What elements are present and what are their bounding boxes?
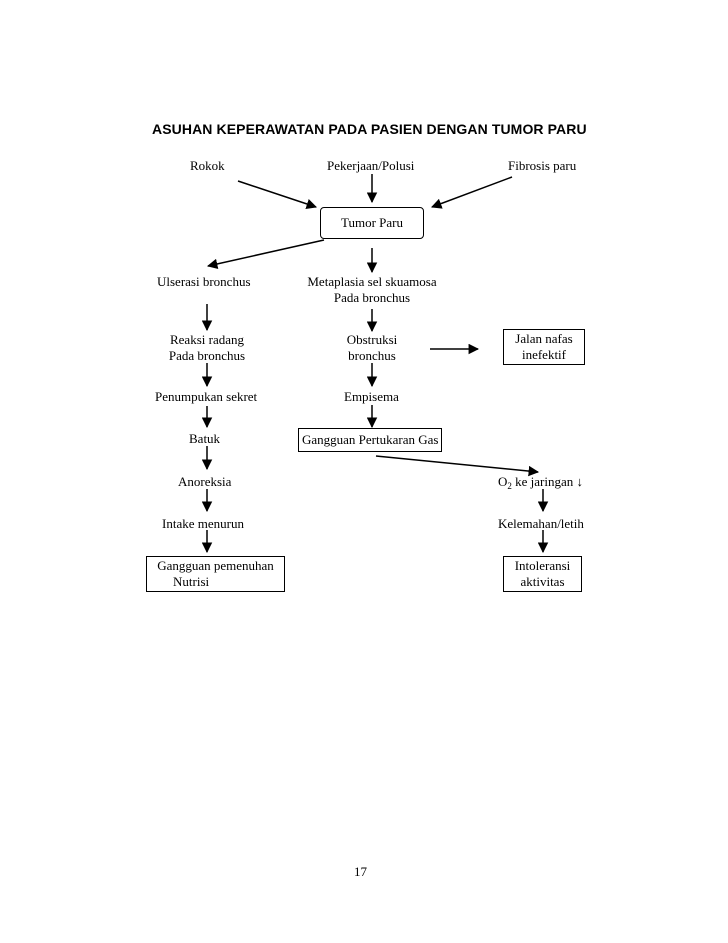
node-empisema: Empisema	[344, 389, 399, 404]
node-intoleransi-line2: aktivitas	[520, 574, 565, 589]
node-pekerjaan-polusi: Pekerjaan/Polusi	[327, 158, 415, 173]
arrow-fibrosis-tumor	[431, 176, 513, 209]
node-jalan-line2: inefektif	[521, 347, 567, 362]
arrow-gangguan-o2	[375, 455, 540, 477]
node-jalan-nafas-inefektif: Jalan nafas inefektif	[503, 329, 585, 365]
node-nutrisi-line2: Nutrisi	[173, 574, 210, 589]
o2-prefix: O	[498, 474, 508, 489]
node-gangguan-nutrisi: Gangguan pemenuhan Nutrisi	[146, 556, 285, 592]
node-o2-ke-jaringan: O2 ke jaringan ↓	[498, 474, 584, 491]
node-obstruksi-line1: Obstruksi	[346, 332, 398, 347]
node-reaksi-line2: Pada bronchus	[168, 348, 246, 363]
o2-suffix: ke jaringan ↓	[511, 474, 584, 489]
node-intoleransi-aktivitas: Intoleransi aktivitas	[503, 556, 582, 592]
node-gangguan-pertukaran-gas: Gangguan Pertukaran Gas	[298, 428, 443, 452]
node-jalan-line1: Jalan nafas	[515, 331, 573, 346]
node-tumor-paru: Tumor Paru	[320, 207, 424, 239]
node-obstruksi-line2: bronchus	[348, 348, 396, 363]
node-kelemahan-letih: Kelemahan/letih	[498, 516, 584, 531]
node-metaplasia-line1: Metaplasia sel skuamosa	[307, 274, 437, 289]
node-nutrisi-line1: Gangguan pemenuhan	[157, 558, 274, 573]
page-number: 17	[354, 864, 367, 879]
node-rokok: Rokok	[190, 158, 225, 173]
node-metaplasia: Metaplasia sel skuamosa Pada bronchus	[290, 274, 454, 306]
node-batuk: Batuk	[189, 431, 221, 446]
node-obstruksi-bronchus: Obstruksi bronchus	[330, 332, 414, 364]
node-metaplasia-line2: Pada bronchus	[333, 290, 411, 305]
node-intake-menurun: Intake menurun	[162, 516, 244, 531]
node-fibrosis-paru: Fibrosis paru	[508, 158, 577, 173]
node-anoreksia: Anoreksia	[178, 474, 232, 489]
node-intoleransi-line1: Intoleransi	[514, 558, 571, 573]
arrow-tumor-ulserasi	[206, 239, 325, 270]
node-reaksi-line1: Reaksi radang	[169, 332, 244, 347]
page-title: ASUHAN KEPERAWATAN PADA PASIEN DENGAN TU…	[152, 121, 587, 137]
node-penumpukan-sekret: Penumpukan sekret	[155, 389, 258, 404]
node-reaksi-radang: Reaksi radang Pada bronchus	[161, 332, 253, 364]
node-ulserasi-bronchus: Ulserasi bronchus	[157, 274, 251, 289]
o2-subscript: 2	[507, 481, 512, 491]
arrow-rokok-tumor	[237, 180, 317, 209]
